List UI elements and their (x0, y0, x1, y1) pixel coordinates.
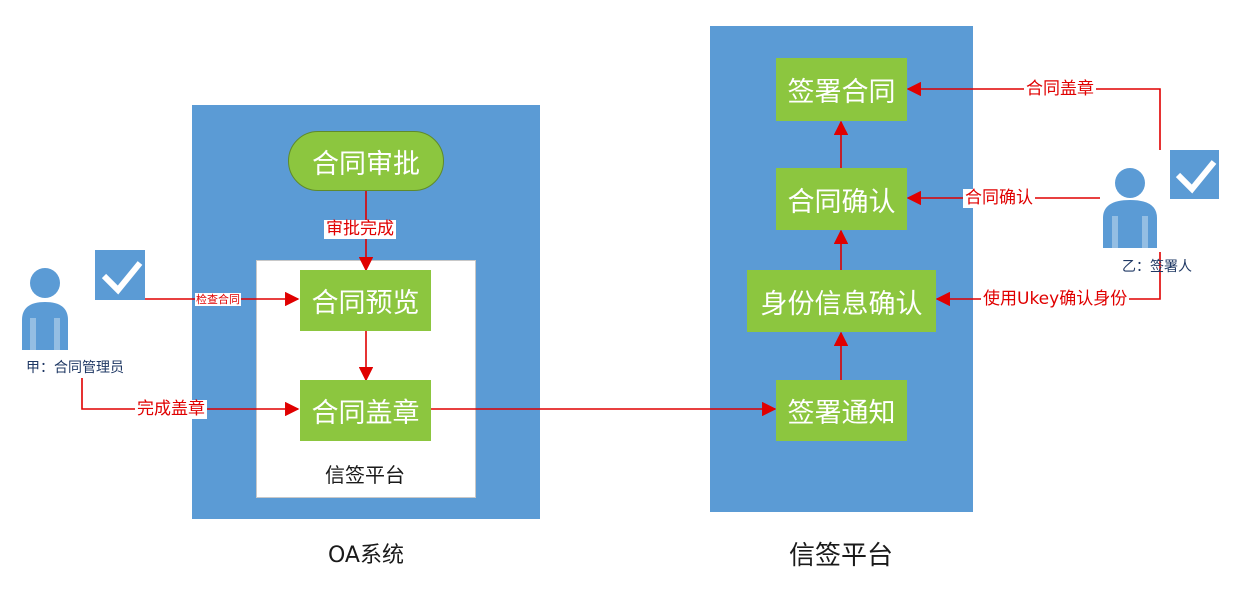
party-b-label: 乙：签署人 (1122, 259, 1192, 275)
identity-confirm-node[interactable]: 身份信息确认 (747, 270, 936, 332)
xinqian-platform-caption: 信签平台 (788, 541, 893, 571)
checkbox-icon (95, 250, 145, 300)
contract-preview-node[interactable]: 合同预览 (300, 270, 431, 331)
sign-contract-node[interactable]: 签署合同 (776, 58, 907, 121)
checkbox-icon (1170, 150, 1219, 199)
person-icon (22, 268, 68, 350)
person-icon (1103, 168, 1157, 248)
arrow-b-seal (906, 81, 1161, 150)
contract-seal-node[interactable]: 合同盖章 (300, 380, 431, 441)
approval-done-label: 审批完成 (324, 219, 396, 239)
check-contract-label: 检查合同 (195, 293, 241, 306)
sign-notify-node[interactable]: 签署通知 (776, 380, 907, 441)
arrow-complete-seal (81, 378, 300, 417)
oa-system-caption: OA系统 (328, 543, 404, 568)
contract-confirm-node[interactable]: 合同确认 (776, 168, 907, 230)
b-seal-label: 合同盖章 (1024, 79, 1096, 99)
complete-seal-label: 完成盖章 (135, 399, 207, 419)
party-a-label: 甲：合同管理员 (26, 360, 124, 376)
b-ukey-label: 使用Ukey确认身份 (981, 289, 1130, 309)
b-confirm-label: 合同确认 (963, 188, 1035, 208)
inner-box-caption: 信签平台 (325, 463, 405, 487)
contract-approval-node[interactable]: 合同审批 (288, 131, 444, 191)
